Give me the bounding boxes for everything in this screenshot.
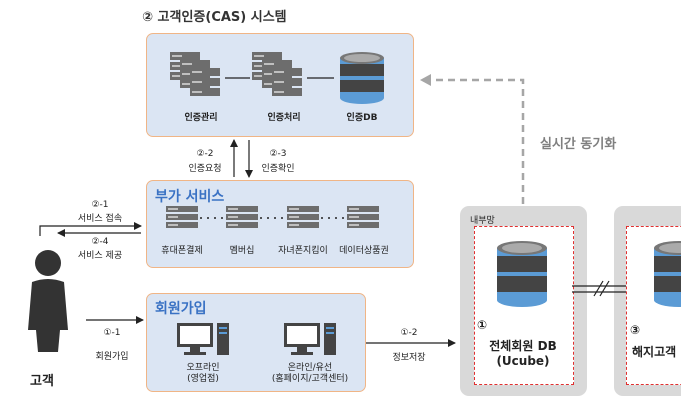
auth-proc-server-icon	[252, 52, 302, 96]
addon-services-title: 부가 서비스	[155, 189, 225, 205]
addon-item-membership: 멤버십	[229, 246, 255, 256]
terminated-num: ③	[630, 323, 641, 337]
service-provide-num: ②-4	[91, 237, 109, 247]
auth-request-label: 인증요청	[188, 164, 222, 174]
store-step-num: ①-2	[400, 328, 418, 338]
mobile-payment-server-icon	[166, 206, 198, 228]
auth-mgmt-server-icon	[170, 52, 220, 96]
offline-sublabel: (영업점)	[187, 374, 219, 384]
addon-item-mobile-payment: 휴대폰결제	[161, 246, 203, 256]
terminated-line1: 해지고객	[632, 345, 677, 359]
terminated-db-icon	[654, 241, 681, 307]
auth-mgmt-label: 인증관리	[184, 113, 218, 123]
customer-person-icon	[28, 250, 68, 352]
addon-item-data-voucher: 데이터상품권	[339, 246, 389, 256]
online-label: 온라인/유선	[287, 363, 333, 373]
offline-label: 오프라인	[186, 363, 220, 373]
offline-computer-icon	[177, 323, 229, 355]
auth-proc-label: 인증처리	[267, 113, 301, 123]
data-voucher-server-icon	[347, 206, 379, 228]
child-guard-server-icon	[287, 206, 319, 228]
service-access-label: 서비스 접속	[77, 214, 123, 224]
customer-label: 고객	[30, 374, 54, 389]
internal-network-label: 내부망	[470, 216, 495, 226]
store-step-label: 정보저장	[392, 353, 426, 363]
ucube-num: ①	[477, 318, 488, 332]
auth-request-num: ②-2	[196, 149, 214, 159]
signup-step-num: ①-1	[103, 328, 121, 338]
auth-db-icon	[340, 52, 384, 104]
addon-item-child-guard: 자녀폰지킴이	[278, 246, 328, 256]
online-computer-icon	[284, 323, 336, 355]
online-sublabel: (홈페이지/고객센터)	[271, 374, 349, 384]
signup-title: 회원가입	[155, 301, 207, 317]
auth-confirm-num: ②-3	[269, 149, 287, 159]
auth-confirm-label: 인증확인	[261, 164, 295, 174]
service-provide-label: 서비스 제공	[77, 251, 123, 261]
page-title: ② 고객인증(CAS) 시스템	[142, 10, 287, 25]
auth-db-label: 인증DB	[346, 113, 378, 123]
ucube-line2: (Ucube)	[496, 354, 550, 368]
ucube-line1: 전체회원 DB	[489, 339, 557, 353]
ucube-db-icon	[497, 241, 547, 307]
service-access-num: ②-1	[91, 200, 109, 210]
membership-server-icon	[226, 206, 258, 228]
signup-step-label: 회원가입	[95, 352, 129, 362]
sync-label: 실시간 동기화	[540, 137, 617, 152]
